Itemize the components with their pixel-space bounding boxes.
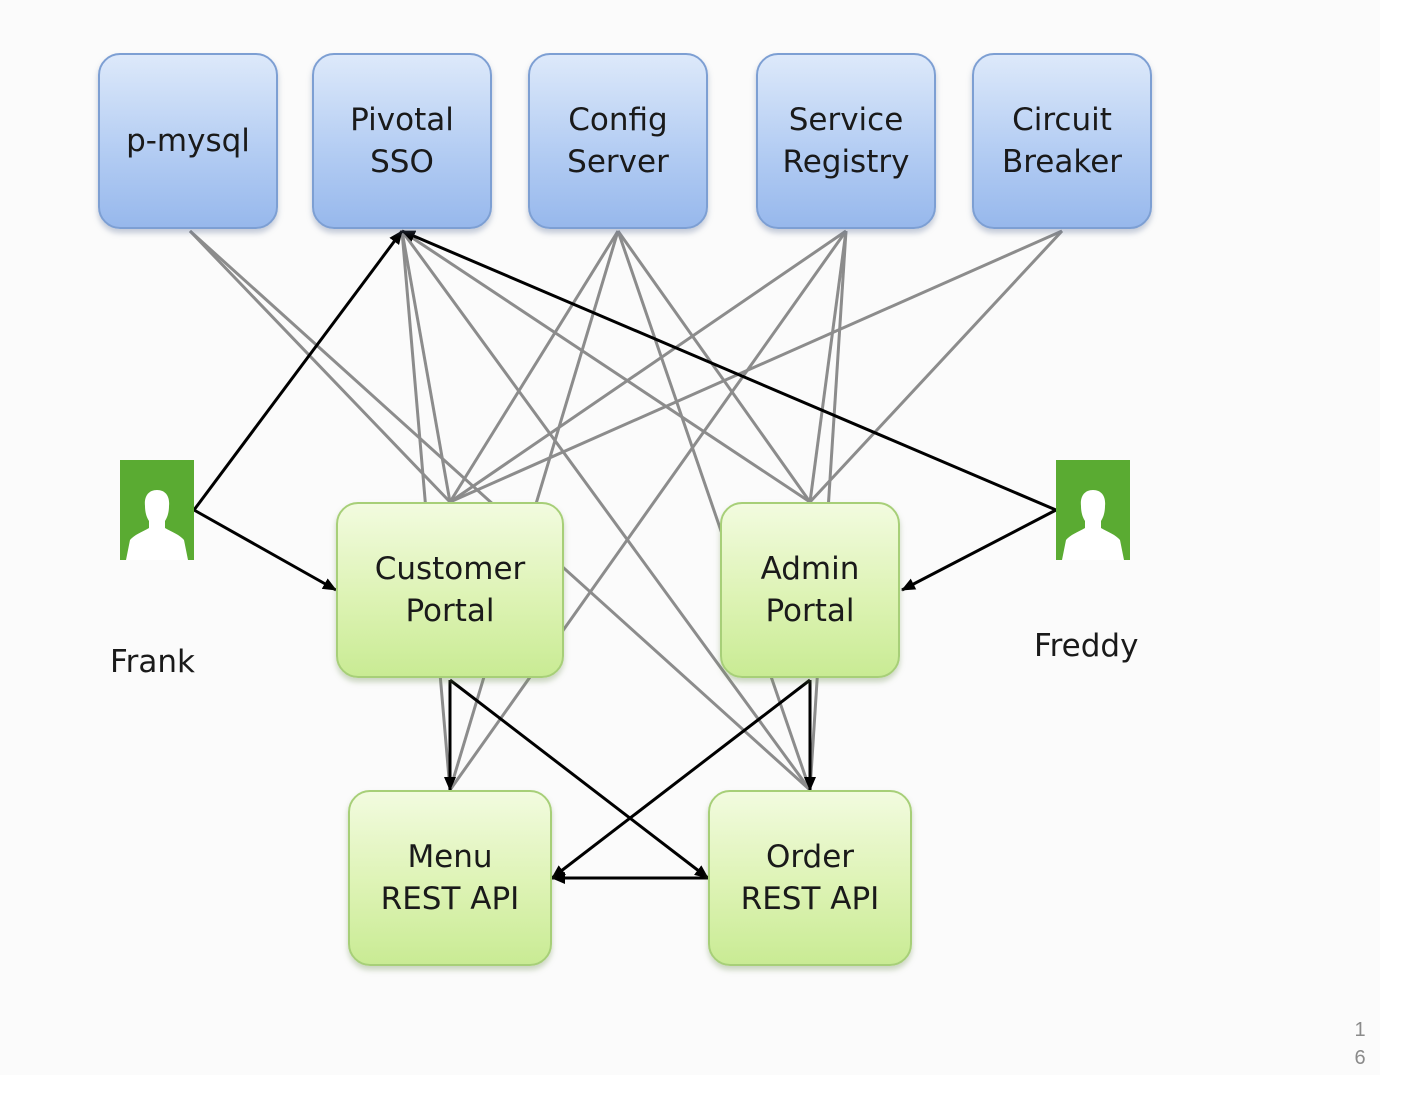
dependency-line-service-registry-to-admin-portal — [808, 230, 848, 503]
page-number-digit: 6 — [1354, 1047, 1366, 1069]
app-label: Portal — [765, 593, 855, 629]
user-name-freddy: Freddy — [1034, 628, 1139, 664]
dependency-line-service-registry-to-menu-rest-api — [448, 230, 848, 791]
flow-arrow-freddy-to-pivotal-sso — [401, 229, 1057, 512]
app-node-admin-portal: Admin Portal — [720, 502, 900, 678]
dependency-line-pivotal-sso-to-order-rest-api — [400, 230, 812, 791]
user-icon-frank — [120, 460, 194, 560]
service-label: Config — [568, 102, 668, 138]
service-node-p-mysql: p-mysql — [98, 53, 278, 229]
dependency-line-config-server-to-admin-portal — [616, 230, 812, 503]
dependency-line-p-mysql-to-customer-portal — [188, 229, 452, 504]
dependency-line-service-registry-to-customer-portal — [449, 229, 847, 504]
dependency-line-circuit-breaker-to-customer-portal — [449, 229, 1063, 504]
app-label: REST API — [380, 881, 520, 917]
flow-arrow-frank-to-pivotal-sso — [192, 230, 404, 511]
page-number: 1 6 — [1352, 1016, 1368, 1072]
dependency-lines — [188, 229, 1064, 792]
flow-arrow-freddy-to-admin-portal — [901, 508, 1057, 592]
app-label: Customer — [374, 551, 526, 587]
app-label: Admin — [760, 551, 860, 587]
dependency-line-config-server-to-order-rest-api — [616, 230, 812, 791]
app-label: Menu — [407, 839, 493, 875]
service-label: Registry — [782, 144, 910, 180]
slide-margin — [1380, 0, 1422, 1100]
service-label: Pivotal — [350, 102, 454, 138]
app-node-menu-rest-api: Menu REST API — [348, 790, 552, 966]
app-label: Portal — [405, 593, 495, 629]
app-label: Order — [765, 839, 855, 875]
service-node-circuit-breaker: Circuit Breaker — [972, 53, 1152, 229]
service-label: Server — [567, 144, 669, 180]
flow-arrow-customer-portal-to-order-rest-api — [449, 678, 709, 880]
flow-arrows — [192, 229, 1057, 884]
service-node-pivotal-sso: Pivotal SSO — [312, 53, 492, 229]
service-label: SSO — [370, 144, 434, 180]
flow-arrow-admin-portal-to-menu-rest-api — [551, 678, 811, 880]
dependency-line-pivotal-sso-to-customer-portal — [400, 230, 452, 503]
app-node-customer-portal: Customer Portal — [336, 502, 564, 678]
service-label: Service — [788, 102, 904, 138]
dependency-line-config-server-to-customer-portal — [448, 230, 620, 503]
flow-arrow-frank-to-customer-portal — [193, 508, 337, 592]
app-node-order-rest-api: Order REST API — [708, 790, 912, 966]
service-label: p-mysql — [126, 123, 250, 159]
dependency-line-circuit-breaker-to-admin-portal — [808, 229, 1064, 504]
service-label: Breaker — [1001, 144, 1123, 180]
service-node-service-registry: Service Registry — [756, 53, 936, 229]
service-label: Circuit — [1012, 102, 1112, 138]
service-node-config-server: Config Server — [528, 53, 708, 229]
dependency-line-pivotal-sso-to-admin-portal — [401, 229, 811, 504]
user-icon-freddy — [1056, 460, 1130, 560]
page-number-digit: 1 — [1354, 1019, 1366, 1041]
app-label: REST API — [740, 881, 880, 917]
user-name-frank: Frank — [110, 644, 195, 680]
